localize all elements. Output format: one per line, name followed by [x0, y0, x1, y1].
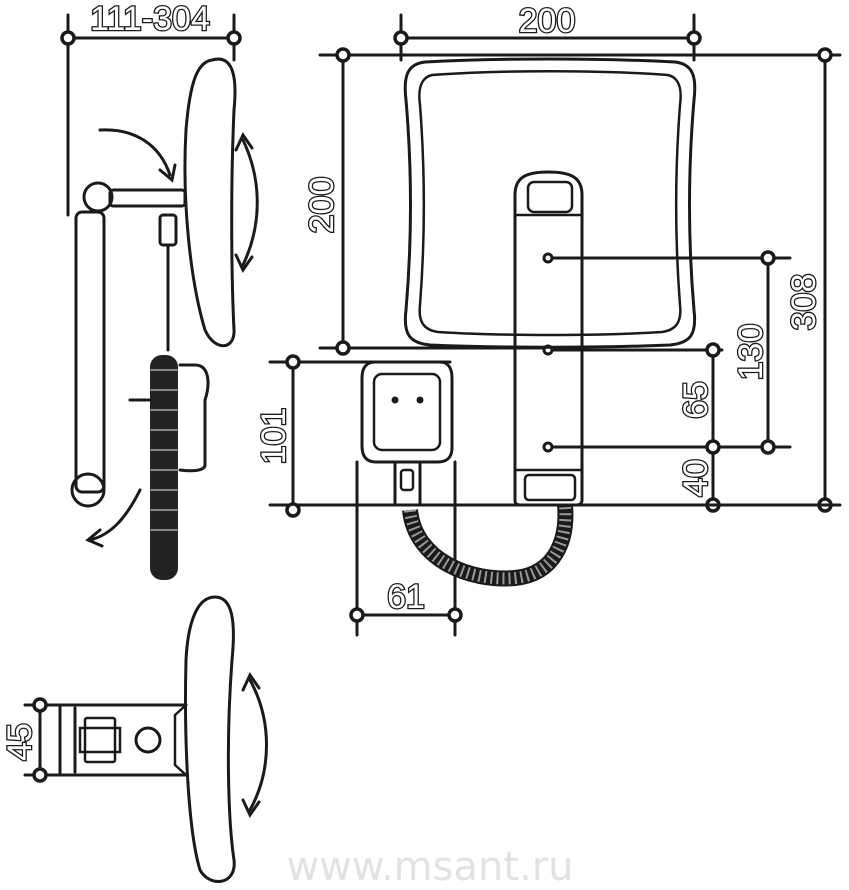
holder-profile: [178, 363, 210, 473]
dim-holder-height: 101: [255, 408, 293, 465]
swing-arrow-icon: [98, 128, 172, 177]
watermark: www.msant.ru: [286, 844, 573, 890]
rotate-arrow-icon: [241, 138, 259, 267]
swing-down-arrow-icon: [88, 488, 142, 542]
mirror-profile: [183, 57, 237, 348]
dim-mirror-height: 200: [303, 177, 341, 234]
dim-article: 111-304: [90, 0, 210, 38]
coiled-cord: [402, 504, 574, 587]
dim-mount-40: 40: [677, 459, 715, 497]
top-view: 45: [0, 595, 268, 883]
mirror: [403, 57, 697, 349]
dim-mount-65: 65: [677, 381, 715, 419]
spiral-cord: [150, 355, 178, 580]
dim-bracket-height: 45: [1, 723, 39, 761]
mirror-top-profile: [184, 595, 236, 883]
bracket: [58, 703, 188, 777]
dim-mirror-width: 200: [519, 2, 576, 40]
front-view: 200 200 308 130 65 40 1: [254, 1, 842, 637]
dim-holder-width: 61: [387, 578, 425, 616]
dim-total-height: 308: [785, 274, 823, 331]
dim-mount-130: 130: [732, 324, 770, 381]
rotate-arrow-bottom-icon: [248, 678, 268, 812]
side-view: 111-304: [60, 0, 259, 580]
wall-bar: [513, 170, 584, 507]
dryer-holder: [360, 360, 454, 464]
